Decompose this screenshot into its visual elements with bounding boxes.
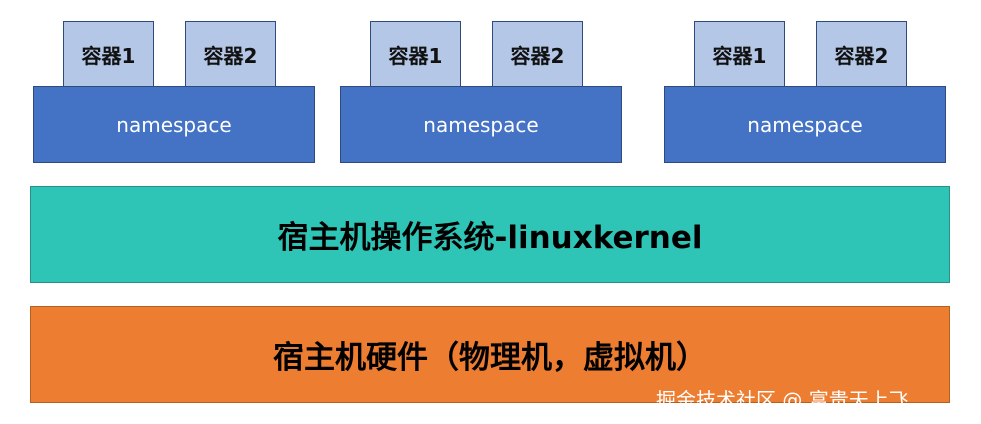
container-box-2-1: 容器1 (370, 21, 461, 87)
container-box-3-1: 容器1 (694, 21, 785, 87)
namespace-box-2: namespace (340, 86, 622, 163)
container-box-1-1: 容器1 (63, 21, 154, 87)
container-box-1-2: 容器2 (185, 21, 276, 87)
namespace-box-3: namespace (664, 86, 946, 163)
container-box-2-2: 容器2 (492, 21, 583, 87)
container-box-3-2: 容器2 (816, 21, 907, 87)
watermark-text: 掘金技术社区 @ 富贵天上飞 (656, 388, 909, 412)
host-hardware-layer: 宿主机硬件（物理机，虚拟机） (30, 306, 950, 403)
host-os-layer: 宿主机操作系统-linuxkernel (30, 186, 950, 283)
namespace-box-1: namespace (33, 86, 315, 163)
